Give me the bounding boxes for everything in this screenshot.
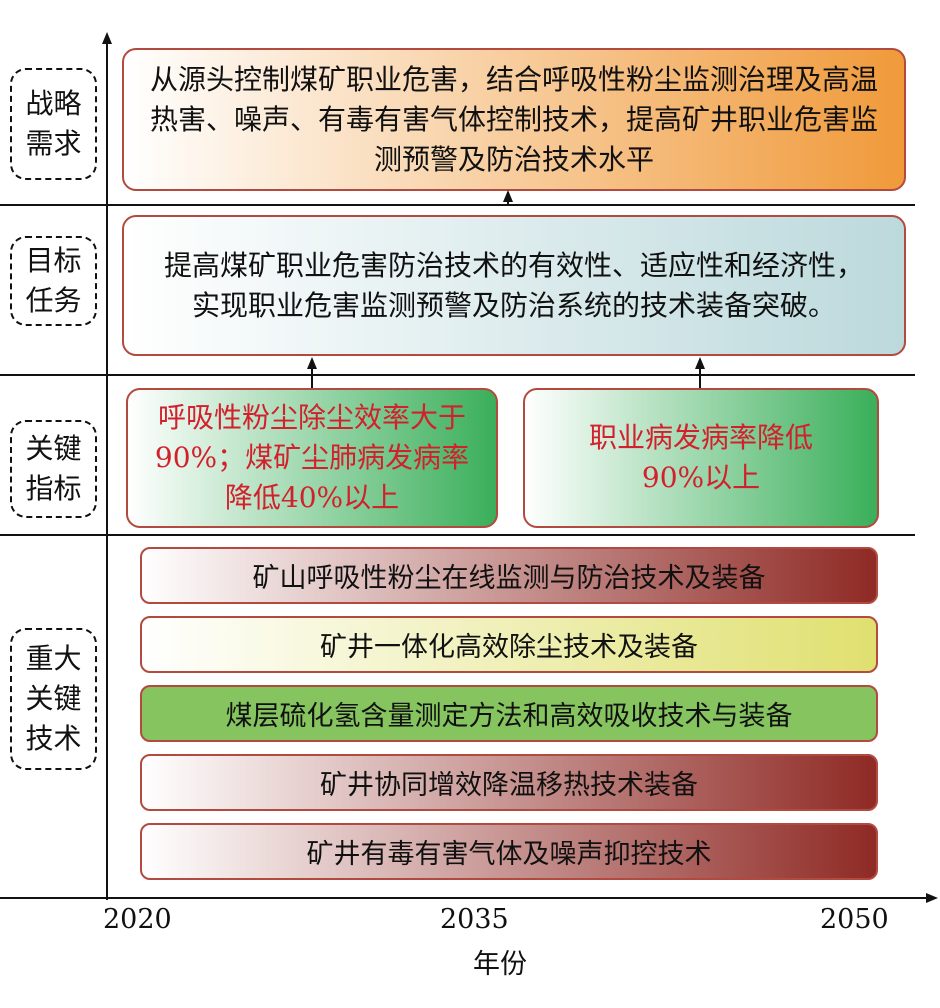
arrow-up-icon <box>503 190 513 202</box>
x-axis-arrow-icon <box>926 893 938 903</box>
y-axis-arrow-icon <box>102 32 112 44</box>
label-text: 重大关键技术 <box>25 642 82 755</box>
strategic-demand-box: 从源头控制煤矿职业危害，结合呼吸性粉尘监测治理及高温热害、噪声、有毒有害气体控制… <box>122 48 906 191</box>
technology-text: 矿井一体化高效除尘技术及装备 <box>320 632 698 663</box>
row-label-key-technologies: 重大关键技术 <box>10 628 97 770</box>
label-text: 关键指标 <box>25 432 82 505</box>
technology-text: 矿山呼吸性粉尘在线监测与防治技术及装备 <box>252 563 766 594</box>
row-divider <box>0 374 915 376</box>
technology-bar: 矿井有毒有害气体及噪声抑控技术 <box>140 823 878 880</box>
technology-text: 矿井协同增效降温移热技术装备 <box>320 770 698 801</box>
arrow-line <box>699 362 701 388</box>
x-axis <box>0 897 928 899</box>
technology-bar: 矿井一体化高效除尘技术及装备 <box>140 616 878 673</box>
row-divider <box>0 534 915 536</box>
indicator-box-disease: 职业病发病率降低90%以上 <box>523 388 879 528</box>
y-axis <box>106 40 108 900</box>
row-label-strategic-demand: 战略需求 <box>10 68 97 180</box>
row-divider <box>0 204 915 206</box>
technology-bar: 煤层硫化氢含量测定方法和高效吸收技术与装备 <box>140 685 878 742</box>
target-task-box: 提高煤矿职业危害防治技术的有效性、适应性和经济性，实现职业危害监测预警及防治系统… <box>122 215 906 356</box>
indicator-text: 呼吸性粉尘除尘效率大于90%；煤矿尘肺病发病率降低40%以上 <box>154 401 470 514</box>
strategic-demand-text: 从源头控制煤矿职业危害，结合呼吸性粉尘监测治理及高温热害、噪声、有毒有害气体控制… <box>149 62 878 176</box>
row-label-target-task: 目标任务 <box>10 236 97 326</box>
label-text: 目标任务 <box>25 244 82 317</box>
technology-text: 矿井有毒有害气体及噪声抑控技术 <box>306 839 712 870</box>
indicator-text: 职业病发病率降低90%以上 <box>588 421 813 494</box>
technology-text: 煤层硫化氢含量测定方法和高效吸收技术与装备 <box>225 701 793 732</box>
row-label-key-indicators: 关键指标 <box>10 420 97 518</box>
target-task-text: 提高煤矿职业危害防治技术的有效性、适应性和经济性，实现职业危害监测预警及防治系统… <box>164 248 865 322</box>
technology-bar: 矿井协同增效降温移热技术装备 <box>140 754 878 811</box>
x-tick-2050: 2050 <box>820 904 889 935</box>
technology-bar: 矿山呼吸性粉尘在线监测与防治技术及装备 <box>140 547 878 604</box>
x-axis-label: 年份 <box>473 949 527 980</box>
arrow-up-icon <box>695 357 705 369</box>
x-tick-2020: 2020 <box>103 904 172 935</box>
arrow-up-icon <box>307 357 317 369</box>
arrow-line <box>311 362 313 388</box>
x-tick-2035: 2035 <box>440 904 509 935</box>
indicator-box-dust: 呼吸性粉尘除尘效率大于90%；煤矿尘肺病发病率降低40%以上 <box>126 388 498 528</box>
label-text: 战略需求 <box>25 87 82 160</box>
